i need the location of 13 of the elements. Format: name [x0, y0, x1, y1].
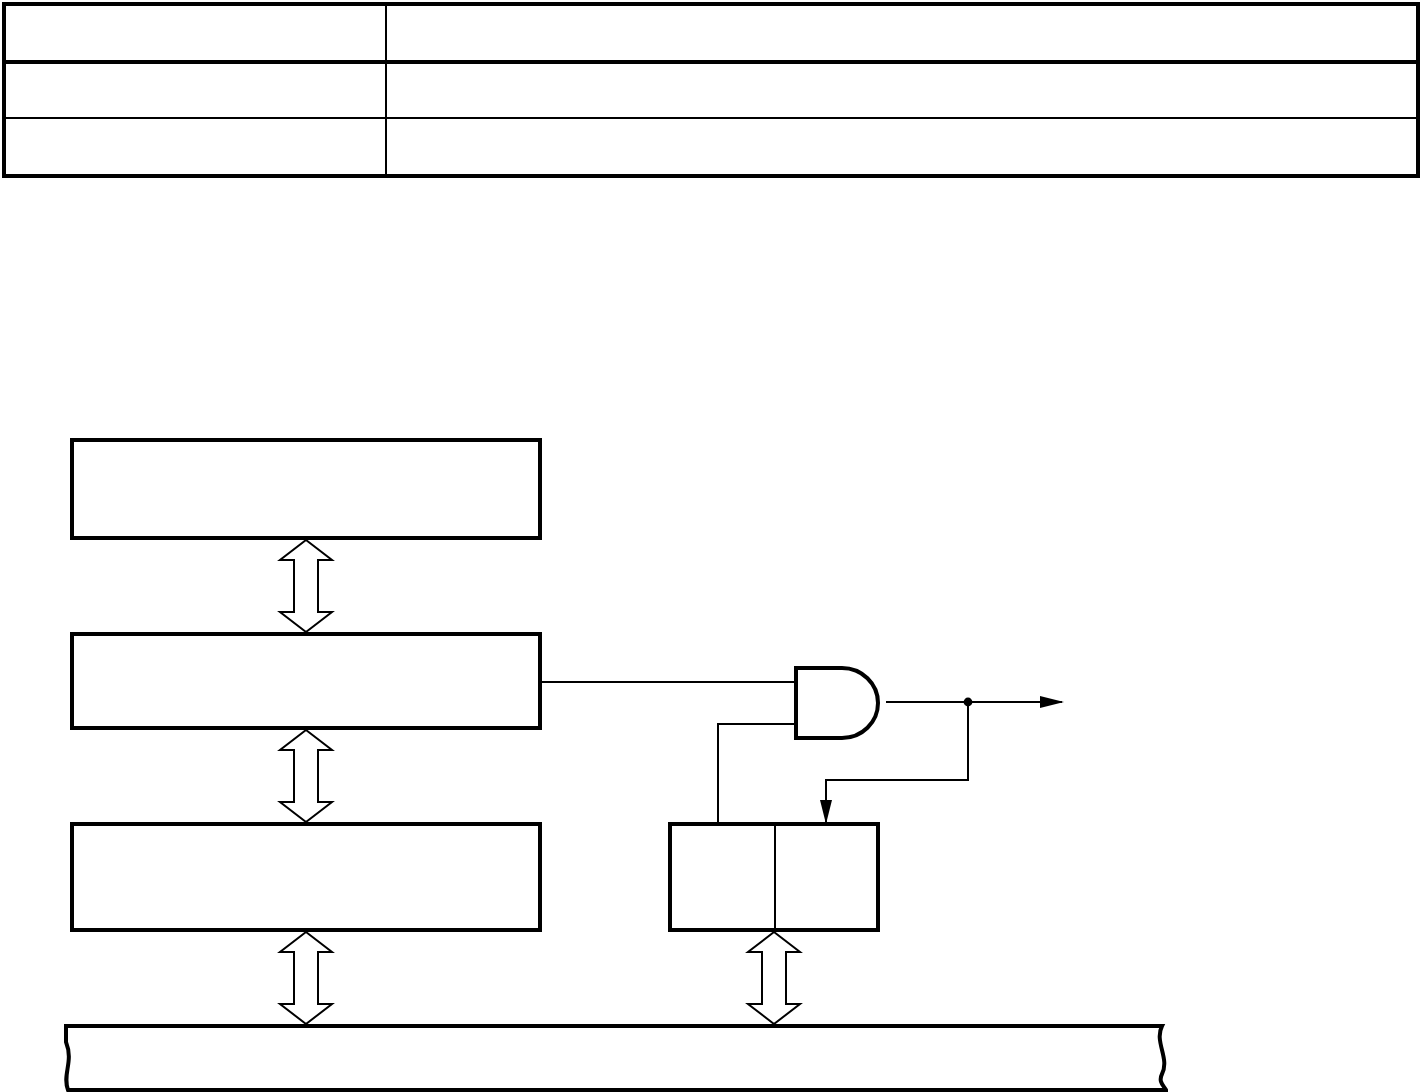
double-arrow — [277, 538, 335, 634]
signal-line — [717, 723, 795, 823]
double-arrow — [277, 930, 335, 1026]
double-arrow — [277, 728, 335, 824]
and-gate — [794, 666, 886, 740]
bus-bar — [60, 1024, 1168, 1092]
register-box — [668, 822, 880, 932]
block-box — [70, 632, 542, 730]
block-box — [70, 438, 542, 540]
signal-arrow — [820, 701, 969, 824]
double-arrow — [745, 930, 803, 1026]
block-box — [70, 822, 542, 932]
signal-line — [541, 681, 795, 683]
